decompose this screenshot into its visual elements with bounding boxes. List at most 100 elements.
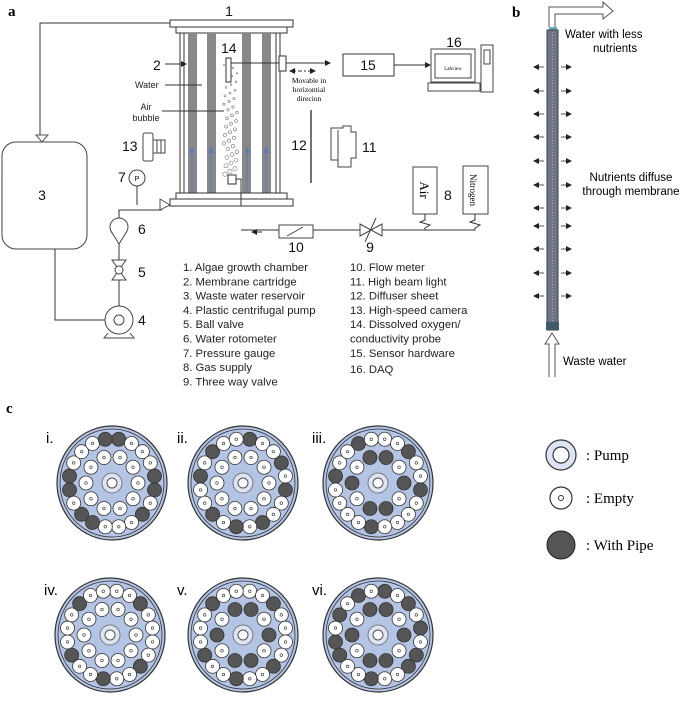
panel-label-b: b bbox=[512, 5, 520, 21]
bubble bbox=[230, 144, 236, 149]
bubble bbox=[229, 122, 233, 126]
pipe-hole bbox=[133, 596, 148, 612]
label-16: 16 bbox=[446, 34, 462, 50]
pipe-hole bbox=[278, 482, 293, 498]
dissolved-oxygen-probe bbox=[225, 55, 331, 206]
centrifugal-pump-icon bbox=[102, 305, 136, 339]
legend-item: 8. Gas supply bbox=[183, 362, 252, 374]
nitrogen-label: Nitrogen bbox=[468, 174, 478, 206]
label-2: 2 bbox=[153, 57, 161, 73]
pipe-hole bbox=[255, 515, 270, 530]
legend-item: 16. DAQ bbox=[350, 364, 394, 376]
legend-item: 4. Plastic centrifugal pump bbox=[183, 305, 316, 317]
bubble bbox=[224, 124, 228, 129]
legend-item: 15. Sensor hardware bbox=[350, 348, 455, 360]
bubble bbox=[221, 141, 227, 146]
pipe-hole bbox=[85, 515, 100, 530]
bubble bbox=[222, 171, 228, 177]
bubble bbox=[225, 146, 231, 152]
high-speed-camera-icon bbox=[142, 132, 166, 162]
bubble bbox=[223, 133, 227, 137]
bubble bbox=[232, 97, 236, 100]
air-bubble-label-2: bubble bbox=[132, 113, 159, 123]
bubble bbox=[232, 166, 238, 171]
config-label: i. bbox=[46, 430, 54, 447]
pipe-hole bbox=[377, 583, 393, 599]
pipe-hole bbox=[266, 596, 281, 612]
gas-supply: Air Nitrogen bbox=[412, 165, 489, 231]
pipe-hole bbox=[147, 482, 162, 498]
pipe-hole bbox=[413, 620, 428, 636]
legend-item: conductivity probe bbox=[350, 334, 441, 346]
outlet-arrow-icon bbox=[548, 0, 614, 27]
bubble bbox=[223, 64, 225, 66]
label-3: 3 bbox=[38, 187, 46, 203]
pipe-hole bbox=[408, 647, 424, 663]
feed-arrow-icon bbox=[159, 198, 172, 211]
movable-label-1: Movable in bbox=[292, 76, 327, 85]
outlet-label-1: Water with less bbox=[565, 29, 643, 41]
bubble bbox=[233, 88, 237, 92]
bubble bbox=[229, 152, 235, 157]
label-10: 10 bbox=[288, 239, 304, 255]
pipe-hole bbox=[242, 431, 258, 447]
pipe-hole bbox=[363, 671, 379, 687]
movable-label-3: direcion bbox=[297, 94, 322, 103]
pipe-hole bbox=[227, 602, 243, 617]
movable-label-2: horizontial bbox=[293, 85, 326, 94]
pipe-hole bbox=[205, 444, 220, 460]
bubble bbox=[235, 72, 239, 75]
bubble bbox=[234, 80, 238, 83]
tube-bottom-cap bbox=[546, 322, 559, 330]
pipe-hole bbox=[378, 450, 394, 465]
pipe-hole bbox=[362, 602, 378, 617]
config-label: ii. bbox=[177, 430, 188, 447]
pipe-hole bbox=[401, 658, 416, 674]
pipe-hole bbox=[95, 671, 111, 687]
plate-config: iv. bbox=[44, 577, 166, 693]
bubble bbox=[227, 99, 231, 103]
pipe-hole bbox=[328, 468, 343, 484]
label-1: 1 bbox=[225, 3, 233, 19]
pipe-hole bbox=[261, 627, 277, 643]
return-pipe bbox=[39, 22, 170, 135]
three-way-valve-icon bbox=[359, 217, 383, 243]
pipe-hole bbox=[147, 468, 162, 484]
pipe-hole bbox=[197, 647, 213, 663]
diffuse-label-1: Nutrients diffuse bbox=[590, 172, 673, 184]
gauge-label: P bbox=[135, 176, 140, 183]
bubble bbox=[235, 111, 239, 115]
pipe-hole bbox=[228, 519, 244, 535]
panel-a: a 3 4 5 6 P 7 bbox=[1, 3, 494, 388]
legend-item: 7. Pressure gauge bbox=[183, 348, 275, 360]
legend-item: 5. Ball valve bbox=[183, 319, 244, 331]
water-rotometer-icon bbox=[109, 217, 129, 245]
pipe-hole bbox=[401, 596, 416, 612]
panel-label-a: a bbox=[8, 4, 16, 20]
panel-label-c: c bbox=[6, 401, 13, 417]
pipe-hole bbox=[64, 647, 80, 663]
label-7: 7 bbox=[118, 169, 126, 185]
pipe-hole bbox=[228, 671, 244, 687]
nitrogen-cylinder bbox=[462, 165, 489, 215]
pipe-hole bbox=[332, 607, 348, 623]
pipe-hole bbox=[362, 501, 378, 516]
config-label: iv. bbox=[44, 582, 58, 599]
label-8: 8 bbox=[444, 187, 452, 203]
waste-water-reservoir bbox=[1, 141, 88, 250]
pipe-hole bbox=[97, 431, 113, 447]
pipe-hole bbox=[74, 506, 89, 522]
pipe-legend-icon bbox=[546, 530, 576, 560]
config-label: iii. bbox=[312, 430, 326, 447]
legend-empty: : Empty bbox=[586, 491, 634, 507]
bubble bbox=[234, 119, 238, 123]
pipe-hole bbox=[72, 596, 87, 612]
air-bubble-label-1: Air bbox=[141, 102, 152, 112]
plate-config: iii. bbox=[312, 425, 434, 541]
config-label: vi. bbox=[312, 582, 327, 599]
pipe-hole bbox=[193, 468, 208, 484]
label-14: 14 bbox=[221, 40, 237, 56]
diffusion-arrows bbox=[533, 64, 572, 299]
